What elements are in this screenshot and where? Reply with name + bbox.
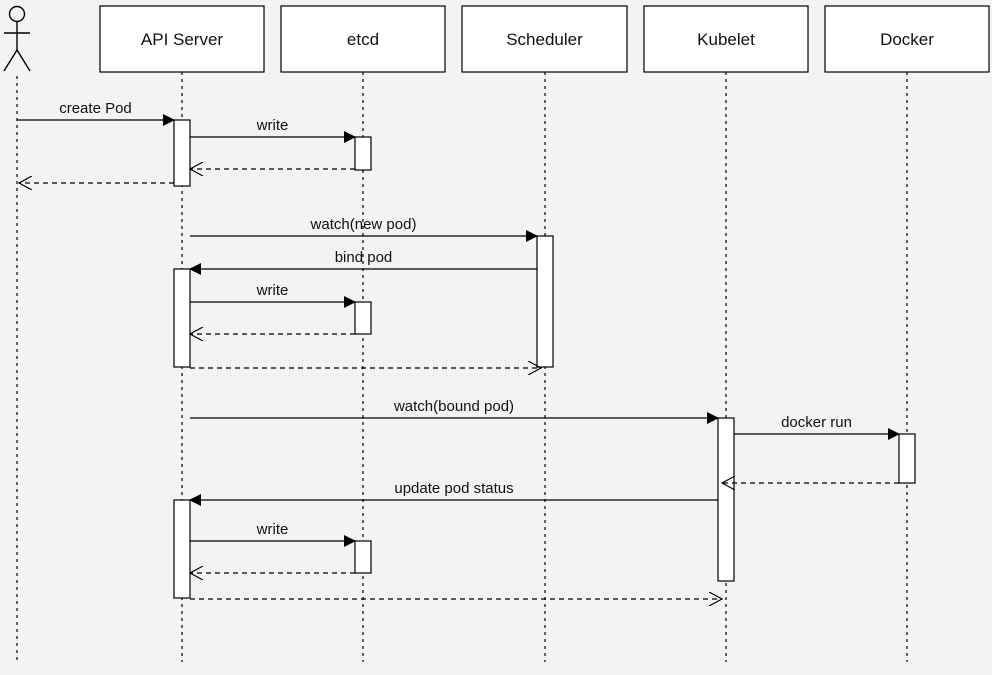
message-label: docker run	[781, 414, 852, 431]
participant-box	[643, 5, 809, 73]
participant-box	[461, 5, 628, 73]
participant-docker: Docker	[824, 5, 990, 73]
message-5: watch(new pod)	[190, 216, 538, 242]
messages: create Pod write watch(new pod) bind pod wri…	[17, 100, 900, 599]
message-1: create Pod	[17, 100, 175, 126]
activation-bar	[173, 119, 191, 187]
participants: API Server etcd Scheduler Kubelet Docker	[3, 5, 990, 73]
message-6: bind pod	[189, 249, 537, 275]
activation-bar	[717, 417, 735, 582]
message-label: bind pod	[335, 249, 393, 266]
activation-bars	[173, 119, 916, 599]
participant-label: API Server	[141, 30, 224, 49]
participant-label: Scheduler	[506, 30, 583, 49]
message-label: write	[256, 117, 289, 134]
activation-bar	[354, 540, 372, 574]
message-2: write	[190, 117, 356, 143]
participant-label: Docker	[880, 30, 934, 49]
activation-bar	[898, 433, 916, 484]
activation-bar	[173, 268, 191, 368]
participant-box	[99, 5, 265, 73]
message-13: update pod status	[189, 480, 718, 506]
lifelines	[16, 72, 908, 662]
message-14: write	[190, 521, 356, 547]
participant-box	[280, 5, 446, 73]
actor-icon	[3, 5, 31, 72]
activation-bar	[354, 136, 372, 171]
participant-api: API Server	[99, 5, 265, 73]
activation-bar	[536, 235, 554, 368]
message-label: watch(new pod)	[310, 216, 417, 233]
message-label: create Pod	[59, 100, 132, 117]
participant-scheduler: Scheduler	[461, 5, 628, 73]
participant-label: Kubelet	[697, 30, 755, 49]
message-10: watch(bound pod)	[190, 398, 719, 424]
message-label: write	[256, 521, 289, 538]
message-7: write	[190, 282, 356, 308]
activation-bar	[173, 499, 191, 599]
message-label: update pod status	[394, 480, 513, 497]
message-label: watch(bound pod)	[393, 398, 514, 415]
message-11: docker run	[734, 414, 900, 440]
activation-bar	[354, 301, 372, 335]
participant-label: etcd	[347, 30, 379, 49]
participant-etcd: etcd	[280, 5, 446, 73]
participant-kubelet: Kubelet	[643, 5, 809, 73]
participant-box	[824, 5, 990, 73]
message-label: write	[256, 282, 289, 299]
